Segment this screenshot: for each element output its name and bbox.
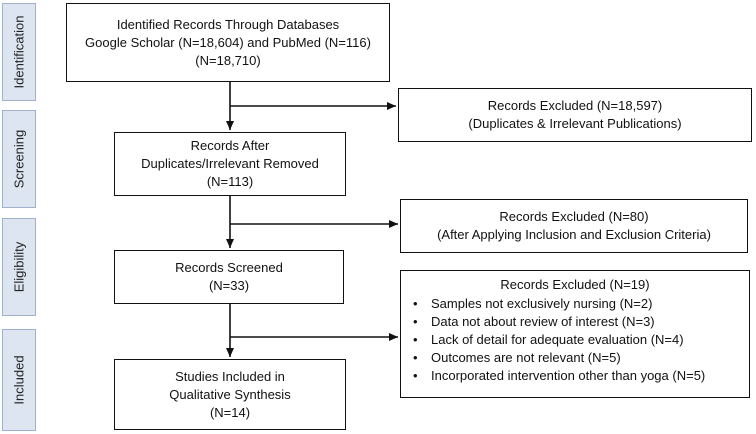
- excluded-criteria-box: Records Excluded (N=80) (After Applying …: [400, 199, 748, 253]
- excluded-reason-item: Samples not exclusively nursing (N=2): [409, 295, 741, 313]
- box-line: Google Scholar (N=18,604) and PubMed (N=…: [85, 34, 371, 50]
- excluded-reason-item: Incorporated intervention other than yog…: [409, 367, 741, 385]
- excluded-reason-item: Data not about review of interest (N=3): [409, 313, 741, 331]
- box-line: (Duplicates & Irrelevant Publications): [468, 116, 682, 131]
- phase-identification: Identification: [2, 3, 36, 101]
- box-line: (N=14): [209, 404, 251, 420]
- excluded-reason-item: Outcomes are not relevant (N=5): [409, 349, 741, 367]
- box-line: (N=18,710): [195, 52, 261, 68]
- box-line: Records Excluded (N=18,597): [487, 98, 663, 113]
- studies-included-box: Studies Included in Qualitative Synthesi…: [114, 359, 346, 430]
- box-line: Studies Included in: [175, 368, 285, 384]
- box-line: Qualitative Synthesis: [169, 386, 291, 402]
- excluded-reasons-heading: Records Excluded (N=19): [500, 277, 650, 292]
- box-line: Records Excluded (N=80): [499, 209, 649, 224]
- box-line: Records After: [190, 138, 270, 153]
- records-screened-box: Records Screened (N=33): [114, 250, 344, 304]
- phase-included: Included: [2, 329, 36, 431]
- excluded-reasons-box: Records Excluded (N=19) Samples not excl…: [400, 270, 750, 398]
- identified-records-box: Identified Records Through Databases Goo…: [66, 3, 390, 82]
- box-line: Records Screened: [175, 260, 283, 275]
- box-line: Duplicates/Irrelevant Removed: [141, 156, 319, 171]
- phase-screening: Screening: [2, 110, 36, 208]
- excluded-reason-item: Lack of detail for adequate evaluation (…: [409, 331, 741, 349]
- records-after-duplicates-box: Records After Duplicates/Irrelevant Remo…: [114, 132, 346, 196]
- box-line: (N=113): [206, 174, 254, 189]
- excluded-reasons-list: Samples not exclusively nursing (N=2) Da…: [409, 295, 741, 385]
- box-line: (After Applying Inclusion and Exclusion …: [437, 227, 711, 242]
- phase-eligibility: Eligibility: [2, 218, 36, 316]
- box-line: (N=33): [208, 278, 250, 293]
- excluded-duplicates-box: Records Excluded (N=18,597) (Duplicates …: [398, 88, 752, 142]
- box-line: Identified Records Through Databases: [116, 16, 340, 32]
